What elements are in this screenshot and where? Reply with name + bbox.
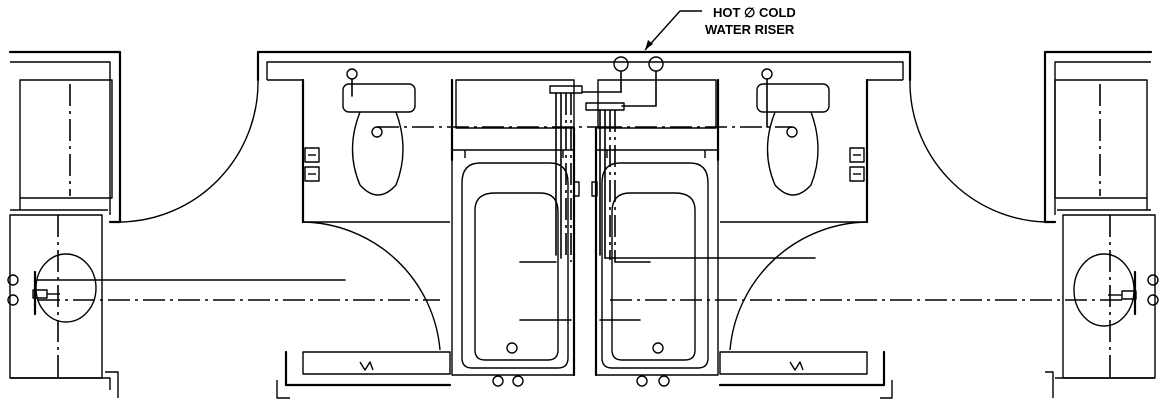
right-toilet-tank — [756, 83, 830, 113]
left-water-closet — [342, 68, 416, 196]
left-tub-drain — [506, 342, 518, 354]
right-tub-basin — [611, 192, 696, 361]
right-sink-cabinet — [1062, 214, 1156, 379]
right-tub-valve-1 — [636, 375, 648, 387]
water-riser — [549, 56, 664, 111]
right-upper-door-swing — [909, 79, 1046, 223]
left-toilet-bowl — [351, 111, 404, 196]
left-lower-door-swing — [302, 221, 441, 351]
right-lavatory — [1073, 253, 1159, 327]
top-wall-outer — [256, 50, 912, 82]
top-wall-inner — [266, 61, 904, 80]
left-lavatory — [7, 253, 97, 323]
left-sink-cabinet — [9, 214, 103, 379]
left-header — [549, 85, 583, 94]
building-walls — [8, 50, 1156, 399]
right-toilet-bowl — [766, 111, 819, 196]
callout-line-2: WATER RISER — [705, 22, 795, 37]
left-wc-supply — [346, 68, 358, 80]
left-tp-holder — [304, 147, 320, 182]
cold-water-riser — [613, 56, 629, 72]
right-wing-wall — [1043, 50, 1153, 224]
right-tp-holder — [849, 147, 865, 182]
callout-line-1: HOT ∅ COLD — [713, 5, 796, 20]
right-header — [585, 102, 625, 111]
left-toilet-tank — [342, 83, 416, 113]
callout-leader — [644, 10, 702, 51]
left-wing-wall — [8, 50, 122, 224]
right-wc-supply — [761, 68, 773, 80]
right-water-closet — [756, 68, 830, 196]
right-tub-drain — [652, 342, 664, 354]
left-sink-bowl — [35, 253, 97, 323]
left-bottom-counter — [302, 351, 451, 375]
left-tub-valve-2 — [512, 375, 524, 387]
callout-arrowhead — [645, 40, 653, 50]
left-tub-deck — [455, 79, 575, 129]
supply-piping — [37, 78, 1126, 387]
right-bottom-counter — [719, 351, 868, 375]
left-upper-door-swing — [119, 79, 259, 223]
hot-water-riser — [648, 56, 664, 72]
right-sink-bowl — [1073, 253, 1135, 327]
water-riser-callout: HOT ∅ COLD WATER RISER — [644, 5, 796, 51]
right-tub-valve-2 — [658, 375, 670, 387]
left-bathtub — [451, 79, 575, 376]
right-lower-door-swing — [729, 221, 868, 351]
left-tub-valve-1 — [492, 375, 504, 387]
left-tub-basin — [474, 192, 559, 361]
right-tub-deck — [597, 79, 717, 129]
